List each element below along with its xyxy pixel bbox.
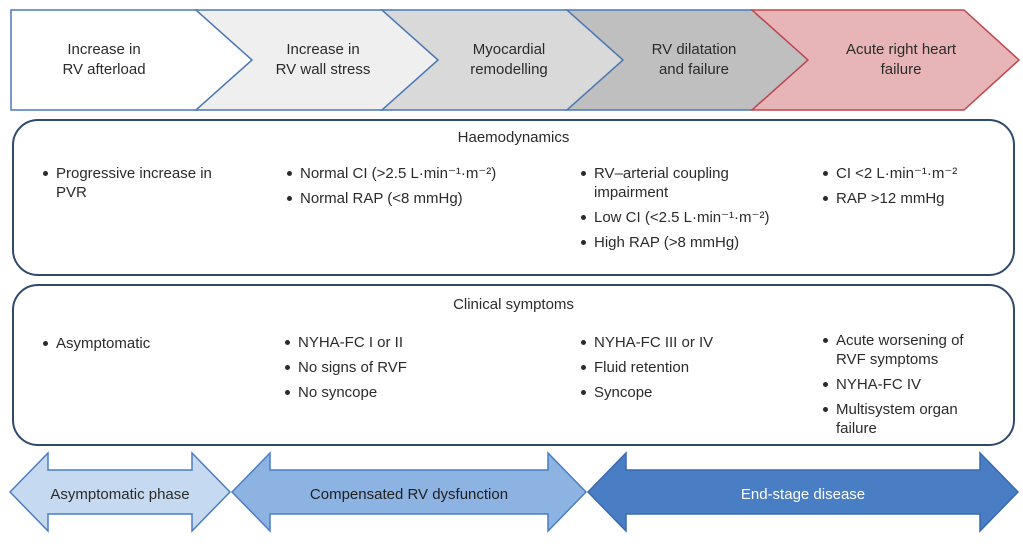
list-item: No signs of RVF <box>284 358 484 377</box>
list-item: NYHA-FC IV <box>822 375 987 394</box>
clinical-symptoms-title: Clinical symptoms <box>453 296 574 313</box>
list-item: Low CI (<2.5 L·min⁻¹·m⁻²) <box>580 208 780 227</box>
list-item: NYHA-FC I or II <box>284 333 484 352</box>
clinical-col-2: NYHA-FC I or II No signs of RVF No synco… <box>284 333 484 408</box>
list-item: CI <2 L·min⁻¹·m⁻² <box>822 164 1002 183</box>
list-item: Acute worsening of RVF symptoms <box>822 331 987 369</box>
stage-label-2: Increase in RV wall stress <box>275 41 371 78</box>
list-item: RAP >12 mmHg <box>822 189 1002 208</box>
stage-label-4: RV dilatation and failure <box>651 41 737 78</box>
list-item: High RAP (>8 mmHg) <box>580 233 780 252</box>
stage-label-3: Myocardial remodelling <box>470 41 548 78</box>
phase-arrow-asymptomatic <box>8 451 232 533</box>
list-item: Progressive increase in PVR <box>42 164 212 202</box>
stage-label-1: Increase in RV afterload <box>62 41 146 78</box>
list-item: Normal RAP (<8 mmHg) <box>286 189 546 208</box>
haemodynamics-title: Haemodynamics <box>457 129 570 146</box>
list-item: NYHA-FC III or IV <box>580 333 780 352</box>
phase-label-compensated: Compensated RV dysfunction <box>309 485 509 503</box>
list-item: Multisystem organ failure <box>822 400 987 438</box>
phase-arrow-end-stage <box>586 451 1020 533</box>
stage-label-5: Acute right heart failure <box>845 41 957 78</box>
clinical-col-1: Asymptomatic <box>42 334 212 359</box>
list-item: Fluid retention <box>580 358 780 377</box>
haemodynamics-col-1: Progressive increase in PVR <box>42 164 212 208</box>
list-item: Asymptomatic <box>42 334 212 353</box>
phase-label-end-stage: End-stage disease <box>740 485 866 503</box>
stage-chevron-5 <box>750 9 1021 111</box>
phase-arrow-compensated <box>230 451 588 533</box>
list-item: RV–arterial coupling impairment <box>580 164 780 202</box>
haemodynamics-col-4: CI <2 L·min⁻¹·m⁻² RAP >12 mmHg <box>822 164 1002 214</box>
list-item: Syncope <box>580 383 780 402</box>
phase-label-asymptomatic: Asymptomatic phase <box>50 485 190 503</box>
haemodynamics-col-2: Normal CI (>2.5 L·min⁻¹·m⁻²) Normal RAP … <box>286 164 546 214</box>
clinical-col-4: Acute worsening of RVF symptoms NYHA-FC … <box>822 331 987 444</box>
haemodynamics-box: Haemodynamics Progressive increase in PV… <box>12 119 1015 276</box>
clinical-col-3: NYHA-FC III or IV Fluid retention Syncop… <box>580 333 780 408</box>
clinical-symptoms-box: Clinical symptoms Asymptomatic NYHA-FC I… <box>12 284 1015 446</box>
list-item: Normal CI (>2.5 L·min⁻¹·m⁻²) <box>286 164 546 183</box>
list-item: No syncope <box>284 383 484 402</box>
haemodynamics-col-3: RV–arterial coupling impairment Low CI (… <box>580 164 780 258</box>
